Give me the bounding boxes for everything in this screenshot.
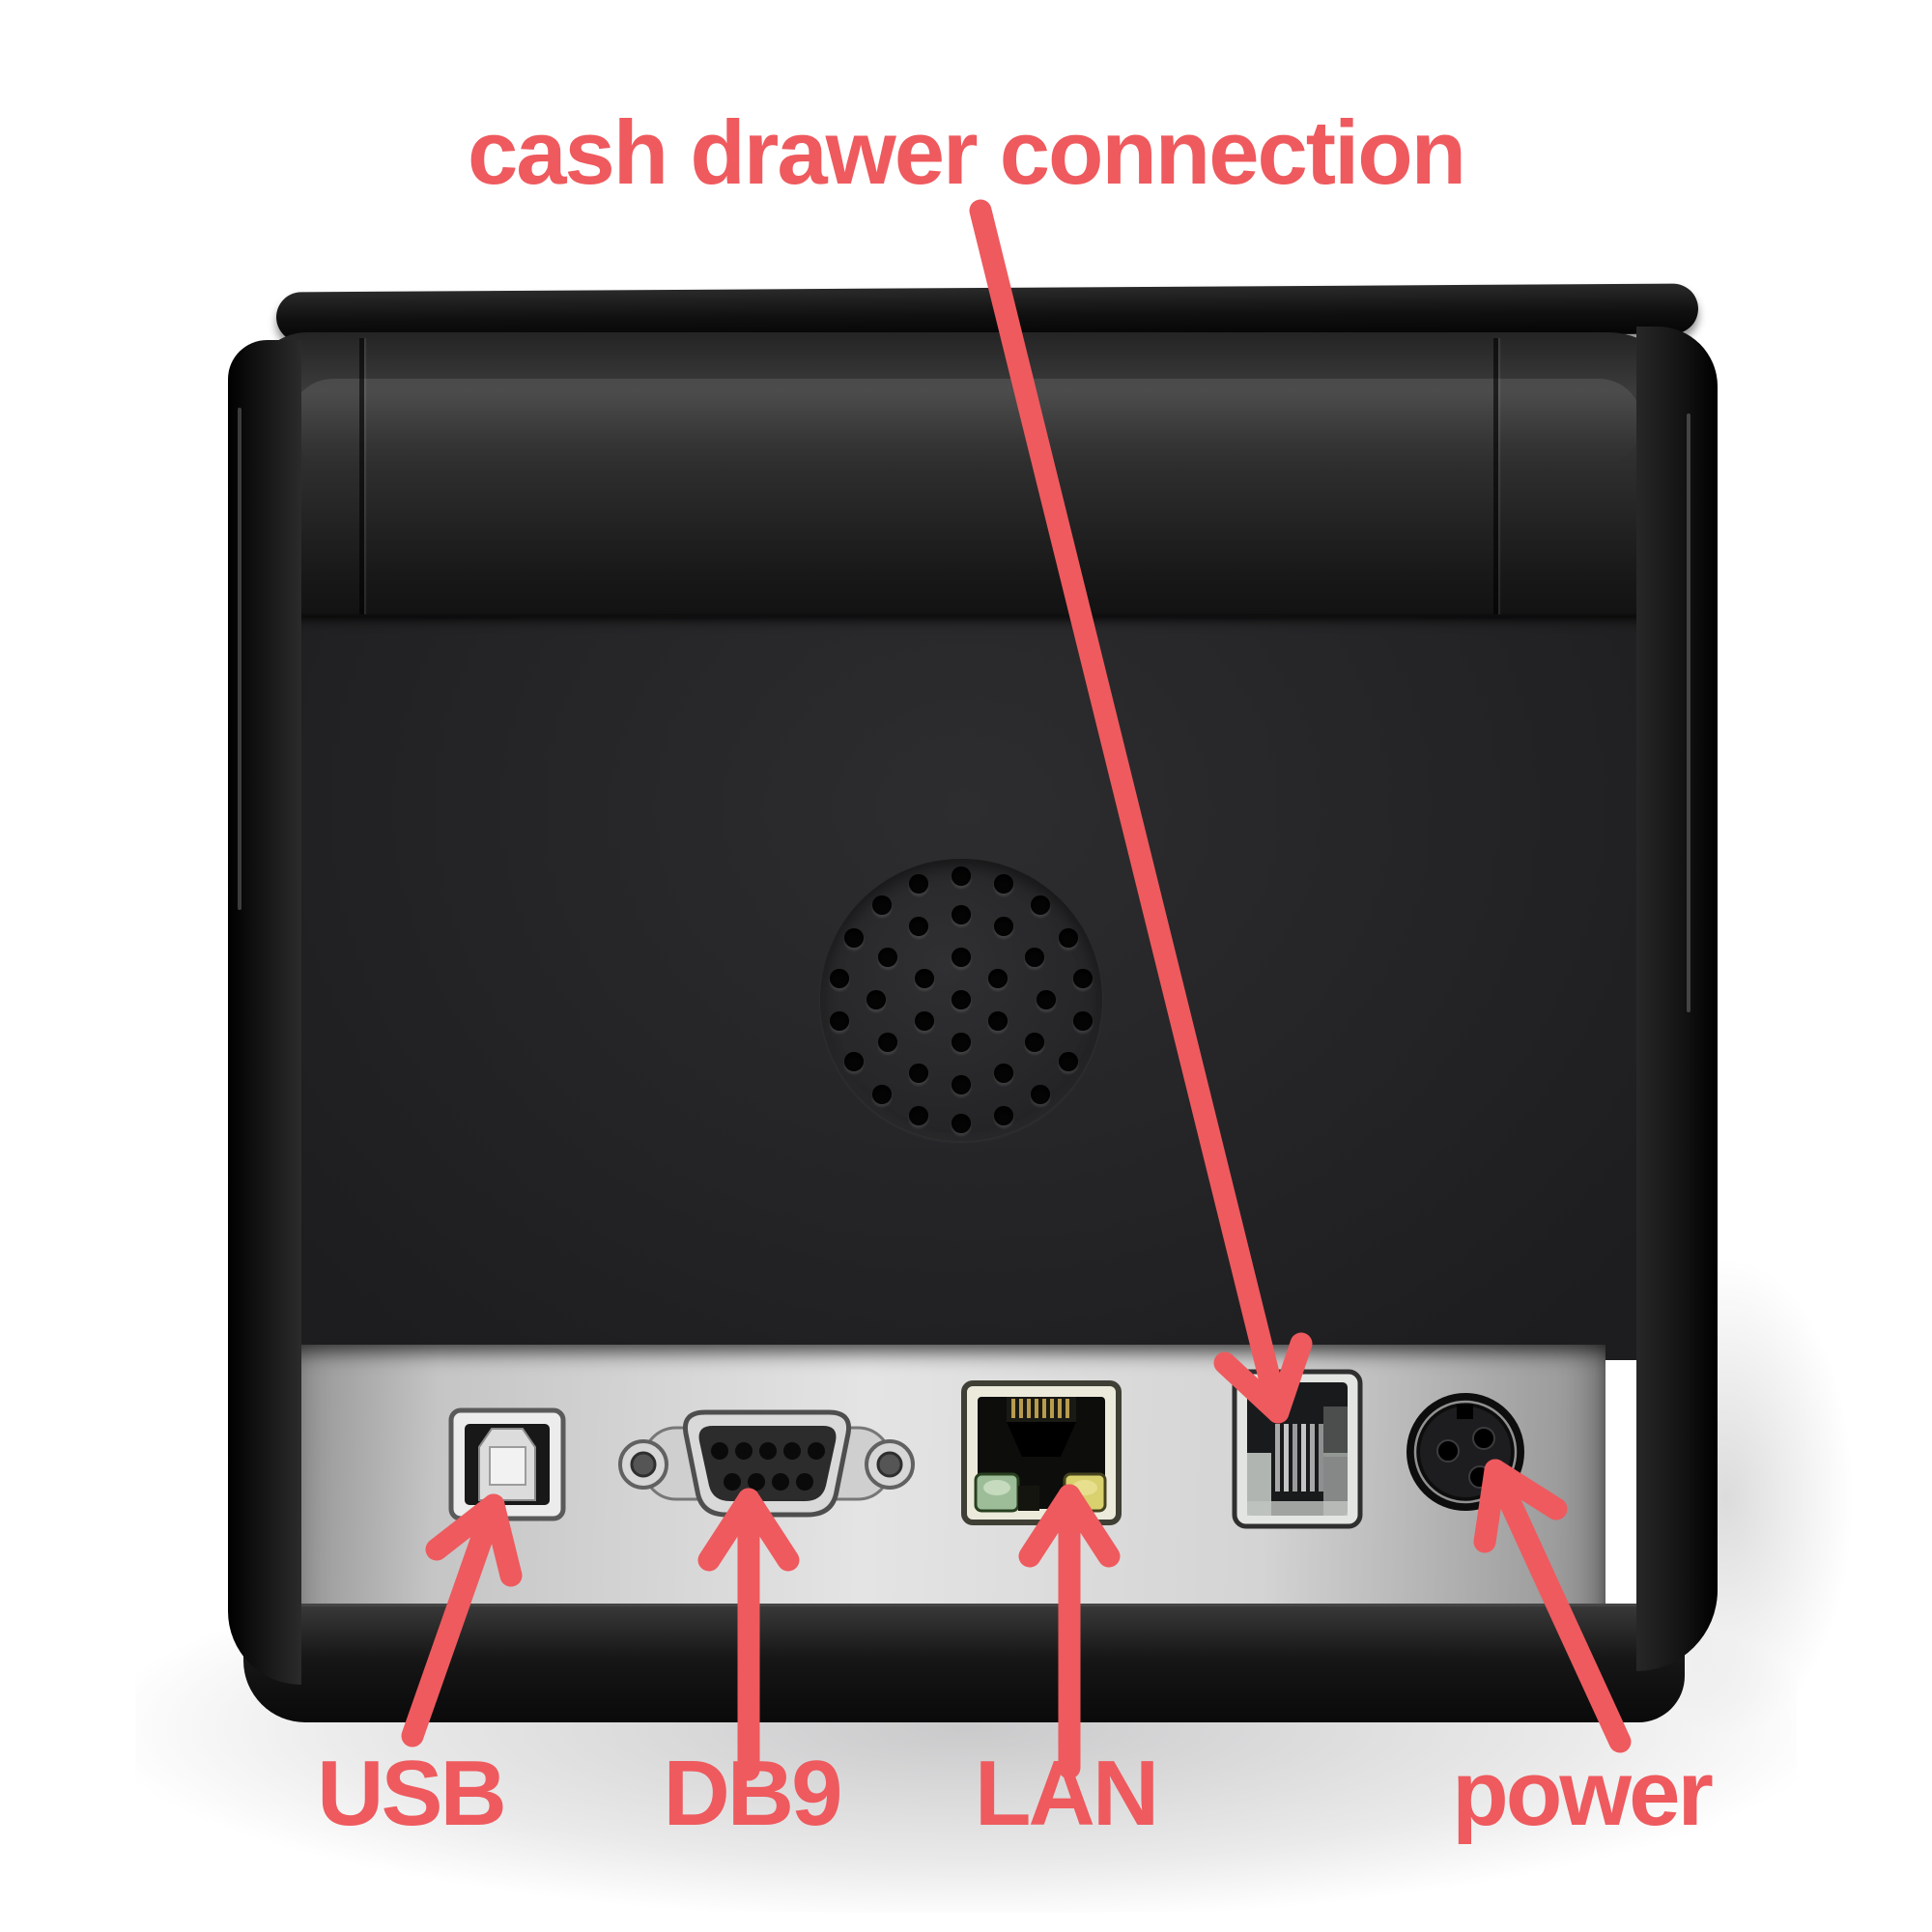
printer-back-panel — [288, 614, 1646, 1360]
cash-drawer-port — [1232, 1369, 1363, 1529]
speaker-hole — [993, 1106, 1013, 1126]
speaker-hole — [994, 1064, 1013, 1084]
speaker-hole — [1037, 990, 1056, 1009]
speaker-hole — [988, 969, 1009, 988]
speaker-hole — [1025, 948, 1045, 967]
usb-port — [448, 1407, 566, 1521]
speaker-hole — [914, 969, 934, 988]
side-highlight — [1687, 413, 1690, 1012]
speaker-hole — [988, 1011, 1009, 1031]
speaker-hole — [952, 867, 971, 886]
printer-cover — [251, 332, 1690, 630]
speaker-hole — [829, 1011, 849, 1032]
speaker-hole — [909, 873, 929, 894]
speaker-hole — [993, 873, 1013, 894]
speaker-hole — [871, 895, 892, 915]
speaker-hole — [1058, 928, 1078, 948]
speaker-hole — [952, 1075, 971, 1094]
speaker-hole — [909, 916, 928, 936]
speaker-hole — [844, 1052, 865, 1071]
speaker-hole — [914, 1011, 934, 1031]
speaker-hole — [952, 1033, 971, 1052]
speaker-hole — [952, 990, 971, 1009]
speaker-hole — [909, 1106, 929, 1126]
rj11-pins — [1275, 1424, 1323, 1492]
side-highlight — [238, 408, 242, 910]
speaker-hole — [909, 1064, 928, 1084]
speaker-hole — [877, 1033, 897, 1052]
port-label-usb: USB — [317, 1742, 507, 1845]
speaker-hole — [952, 948, 971, 967]
speaker-hole — [1025, 1033, 1045, 1052]
speaker-hole — [952, 1114, 971, 1133]
page-title: cash drawer connection — [467, 101, 1466, 203]
speaker-grille — [820, 859, 1102, 1141]
printer-base — [243, 1604, 1685, 1722]
db9-pin-holes — [711, 1442, 825, 1491]
cover-highlight — [290, 379, 1642, 466]
speaker-hole — [877, 948, 897, 967]
power-port — [1406, 1393, 1524, 1511]
speaker-hole — [952, 905, 971, 924]
db9-serial-port — [618, 1409, 915, 1518]
speaker-hole — [1073, 1011, 1094, 1032]
cover-seam-right — [1493, 338, 1498, 626]
speaker-hole — [1031, 895, 1051, 915]
speaker-hole — [1031, 1085, 1051, 1105]
speaker-hole — [844, 928, 865, 948]
port-label-lan: LAN — [974, 1742, 1159, 1845]
printer-side-left — [228, 340, 301, 1685]
port-label-power: power — [1452, 1742, 1714, 1845]
cover-seam-left — [359, 338, 364, 626]
lan-port — [961, 1380, 1122, 1525]
speaker-hole — [994, 916, 1013, 936]
speaker-hole — [871, 1085, 892, 1105]
port-label-db9: DB9 — [663, 1742, 842, 1845]
speaker-hole — [1073, 968, 1094, 988]
speaker-hole — [867, 990, 886, 1009]
speaker-hole — [1058, 1052, 1078, 1071]
printer-side-right — [1636, 327, 1718, 1671]
speaker-hole — [829, 968, 849, 988]
